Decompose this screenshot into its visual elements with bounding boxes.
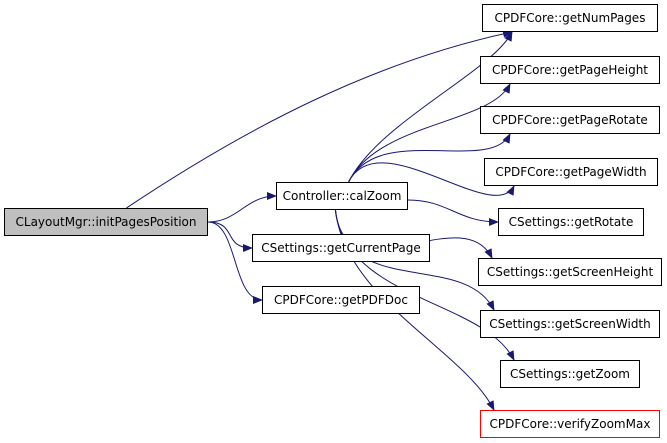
node-cpdfcore-getpageheight[interactable]: CPDFCore::getPageHeight xyxy=(480,56,660,84)
edge-calzoom-to-getrotate xyxy=(407,199,499,226)
node-cpdfcore-getpagerotate[interactable]: CPDFCore::getPageRotate xyxy=(480,106,660,134)
node-csettings-getscreenwidth[interactable]: CSettings::getScreenWidth xyxy=(480,310,660,338)
node-controller-calzoom[interactable]: Controller::calZoom xyxy=(276,182,408,210)
node-csettings-getrotate[interactable]: CSettings::getRotate xyxy=(498,208,644,236)
node-clayoutmgr-initpagesposition[interactable]: CLayoutMgr::initPagesPosition xyxy=(4,208,208,236)
edge-calzoom-to-getpagewidth xyxy=(348,162,515,196)
edge-calzoom-to-getpagerotate xyxy=(348,133,511,183)
node-cpdfcore-verifyzoommax[interactable]: CPDFCore::verifyZoomMax xyxy=(480,410,660,438)
node-cpdfcore-getpdfdoc[interactable]: CPDFCore::getPDFDoc xyxy=(262,286,420,314)
node-csettings-getzoom[interactable]: CSettings::getZoom xyxy=(500,360,640,388)
edge-root-to-getcurrentpage xyxy=(207,221,253,252)
node-cpdfcore-getpagewidth[interactable]: CPDFCore::getPageWidth xyxy=(484,158,658,186)
edge-root-to-getnumpages xyxy=(126,29,513,209)
node-cpdfcore-getnumpages[interactable]: CPDFCore::getNumPages xyxy=(482,4,658,32)
edge-root-to-getpdfdoc xyxy=(207,221,263,304)
node-csettings-getcurrentpage[interactable]: CSettings::getCurrentPage xyxy=(252,234,430,262)
edge-calzoom-to-getnumpages xyxy=(348,31,513,183)
edge-calzoom-to-getpageheight xyxy=(348,83,511,183)
edge-root-to-calzoom xyxy=(207,192,277,223)
node-csettings-getscreenheight[interactable]: CSettings::getScreenHeight xyxy=(478,258,662,286)
